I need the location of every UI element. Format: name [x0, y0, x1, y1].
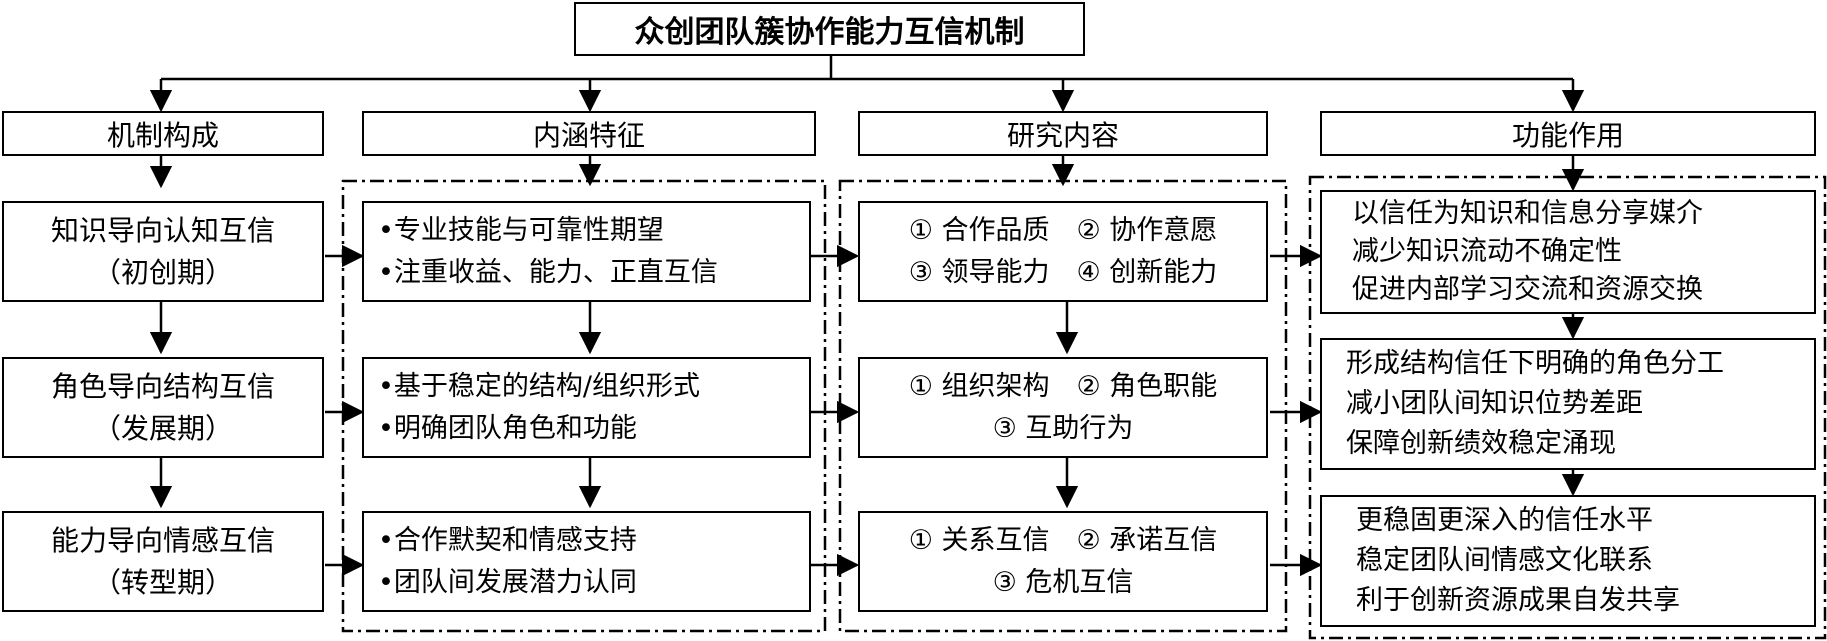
header-functions: 功能作用 [1320, 111, 1816, 156]
functions-row-2: 形成结构信任下明确的角色分工 减小团队间知识位势差距 保障创新绩效稳定涌现 [1320, 338, 1816, 470]
mechanism-emotional: 能力导向情感互信 （转型期） [2, 511, 324, 612]
features-row-1: •专业技能与可靠性期望 •注重收益、能力、正直互信 [362, 201, 811, 302]
header-features: 内涵特征 [362, 111, 816, 156]
header-mechanism: 机制构成 [2, 111, 324, 156]
functions-row-3: 更稳固更深入的信任水平 稳定团队间情感文化联系 利于创新资源成果自发共享 [1320, 495, 1816, 627]
header-research: 研究内容 [858, 111, 1268, 156]
research-row-1: ① 合作品质 ② 协作意愿 ③ 领导能力 ④ 创新能力 [858, 201, 1268, 302]
functions-group-frame [1308, 175, 1827, 640]
features-group-frame [341, 179, 827, 633]
features-row-3: •合作默契和情感支持 •团队间发展潜力认同 [362, 511, 811, 612]
research-group-frame [838, 179, 1288, 633]
functions-row-1: 以信任为知识和信息分享媒介 减少知识流动不确定性 促进内部学习交流和资源交换 [1320, 190, 1816, 314]
title-text: 众创团队簇协作能力互信机制 [634, 15, 1025, 50]
diagram-title: 众创团队簇协作能力互信机制 [574, 2, 1085, 56]
mechanism-cognitive: 知识导向认知互信 （初创期） [2, 201, 324, 302]
research-row-3: ① 关系互信 ② 承诺互信 ③ 危机互信 [858, 511, 1268, 612]
features-row-2: •基于稳定的结构/组织形式 •明确团队角色和功能 [362, 357, 811, 458]
research-row-2: ① 组织架构 ② 角色职能 ③ 互助行为 [858, 357, 1268, 458]
mechanism-structural: 角色导向结构互信 （发展期） [2, 357, 324, 458]
